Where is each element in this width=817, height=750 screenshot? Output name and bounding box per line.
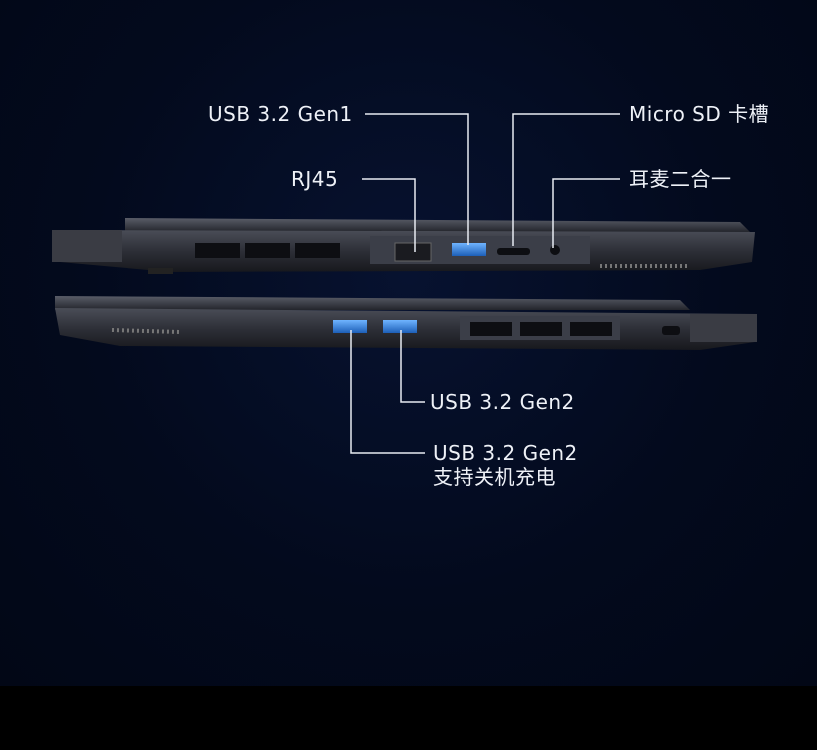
laptop-left-side	[52, 218, 755, 274]
vent	[295, 243, 340, 258]
label-micro-sd: Micro SD 卡槽	[629, 102, 770, 126]
usb-gen2-charging-port	[333, 320, 367, 333]
vent	[570, 322, 612, 336]
lock-slot	[662, 326, 680, 335]
usb-gen1-port	[452, 243, 486, 256]
footer-band	[0, 686, 817, 750]
label-rj45: RJ45	[291, 167, 339, 191]
label-audio-combo: 耳麦二合一	[629, 167, 732, 191]
vent	[520, 322, 562, 336]
callout-lines	[350, 113, 620, 454]
audio-jack	[550, 245, 560, 255]
label-usb-gen2: USB 3.2 Gen2	[430, 390, 575, 414]
laptop-right-side	[55, 296, 757, 350]
label-usb-gen1: USB 3.2 Gen1	[208, 102, 353, 126]
usb-gen2-port	[383, 320, 417, 333]
micro-sd-slot	[497, 248, 530, 255]
rj45-port	[394, 242, 432, 262]
label-usb-gen2-charging-note: 支持关机充电	[433, 465, 556, 489]
vent	[245, 243, 290, 258]
product-diagram: USB 3.2 Gen1 RJ45 Micro SD 卡槽 耳麦二合一 USB …	[0, 0, 817, 686]
vent	[195, 243, 240, 258]
vent	[470, 322, 512, 336]
laptop-illustration	[52, 113, 757, 454]
label-usb-gen2-charging: USB 3.2 Gen2	[433, 441, 578, 465]
